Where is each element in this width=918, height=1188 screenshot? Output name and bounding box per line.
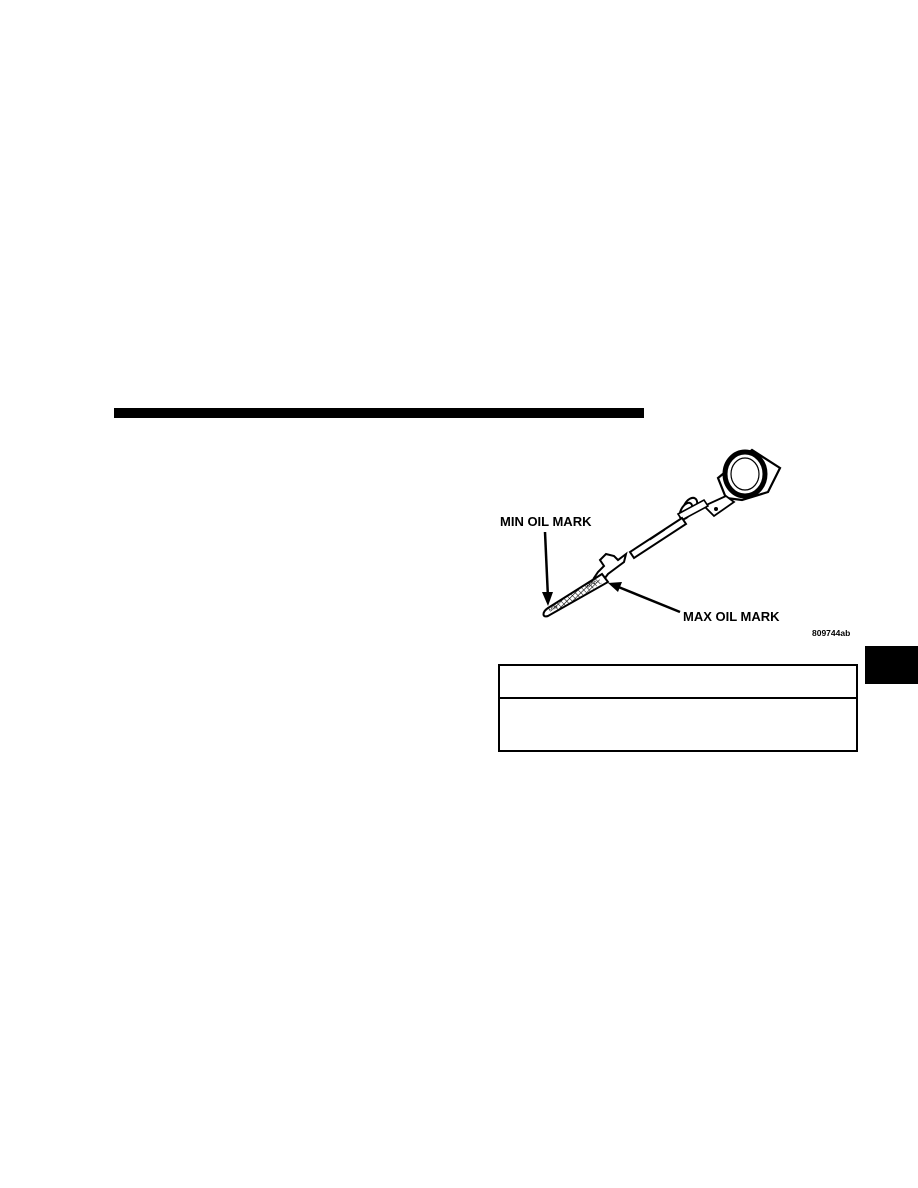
- table-body-row: [500, 699, 856, 750]
- dipstick-illustration: MIN MAX MIN OIL MARK MAX OIL MARK 809744…: [500, 448, 850, 638]
- dipstick-figure: MIN MAX MIN OIL MARK MAX OIL MARK 809744…: [490, 440, 870, 645]
- section-thumb-tab: [865, 646, 918, 684]
- max-oil-mark-label: MAX OIL MARK: [683, 609, 780, 624]
- dipstick-handle: [702, 448, 782, 518]
- table-header-row: [500, 666, 856, 699]
- specification-table: [498, 664, 858, 752]
- dipstick-collar: [676, 496, 710, 522]
- min-arrow: [542, 531, 553, 606]
- stick-max-text: MAX: [586, 579, 599, 590]
- dipstick-blade: MIN MAX: [542, 572, 610, 618]
- figure-code: 809744ab: [812, 628, 850, 638]
- section-header-rule: [114, 408, 644, 418]
- min-oil-mark-label: MIN OIL MARK: [500, 514, 592, 529]
- stick-min-text: MIN: [548, 604, 559, 614]
- dipstick-shaft-upper: [628, 516, 688, 560]
- max-arrow: [608, 582, 681, 614]
